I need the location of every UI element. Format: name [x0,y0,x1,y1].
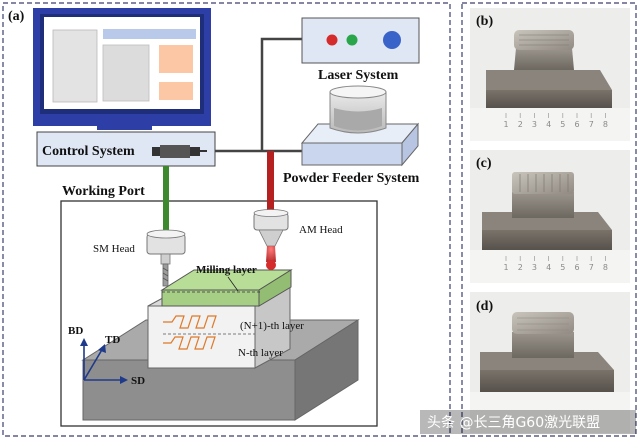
sm-head-label: SM Head [93,243,135,255]
monitor [33,8,211,130]
laser-system: Laser System [301,17,420,83]
ruler-tick-label: 5 [560,263,565,272]
n-plus-1-layer-label: (N+1)-th layer [240,320,304,332]
powder-feeder-label: Powder Feeder System [283,171,420,186]
ruler-tick-label: 7 [589,120,594,129]
control-system-label: Control System [42,144,135,159]
ruler-tick-label: 8 [603,120,608,129]
sm-head: SM Head [93,229,186,287]
ruler-tick-label: 1 [504,120,509,129]
powder-feeder: Powder Feeder System [283,85,420,186]
built-block [147,269,293,369]
sm-connection-line [163,166,169,234]
laser-system-label: Laser System [318,68,399,83]
ruler-tick-label: 4 [546,263,551,272]
laser-indicator-green [346,34,358,46]
control-to-laser-line [260,37,303,151]
laser-knob-blue [383,31,401,49]
control-system: Control System [36,131,216,167]
panel-b-label: (b) [476,14,493,29]
panel-a-label: (a) [8,9,25,24]
milling-layer-label: Milling layer [196,264,257,276]
axis-bd-label: BD [68,325,83,337]
ruler-tick-label: 2 [518,263,523,272]
ruler-tick-label: 3 [532,120,537,129]
laser-beam-line [267,151,274,213]
milling-layer-pointer [227,276,239,292]
melt-pool [266,260,276,270]
ruler-tick-label: 6 [575,263,580,272]
ruler-tick-label: 4 [546,120,551,129]
photo-d: (d) [470,292,630,433]
ruler-tick-label: 3 [532,263,537,272]
laser-indicator-red [326,34,338,46]
working-port-frame [60,200,378,427]
ruler-tick-label: 1 [504,263,509,272]
panel-d-label: (d) [476,299,493,314]
am-head: AM Head [253,209,343,270]
panel-c-label: (c) [476,156,492,171]
ruler-tick-label: 6 [575,120,580,129]
working-port: Working Port [60,184,378,427]
ruler-tick-label: 7 [589,263,594,272]
axis-td-label: TD [105,334,120,346]
working-port-label: Working Port [62,184,145,199]
ruler-tick-label: 5 [560,120,565,129]
ruler-tick-label: 2 [518,120,523,129]
axis-sd-label: SD [131,375,145,387]
n-layer-label: N-th layer [238,347,283,359]
coordinate-axes: BD TD SD [68,325,145,387]
watermark: 头条 @长三角G60激光联盟 [427,414,600,431]
watermark-bg [420,410,636,434]
ruler-tick-label: 8 [603,263,608,272]
am-head-label: AM Head [299,224,343,236]
